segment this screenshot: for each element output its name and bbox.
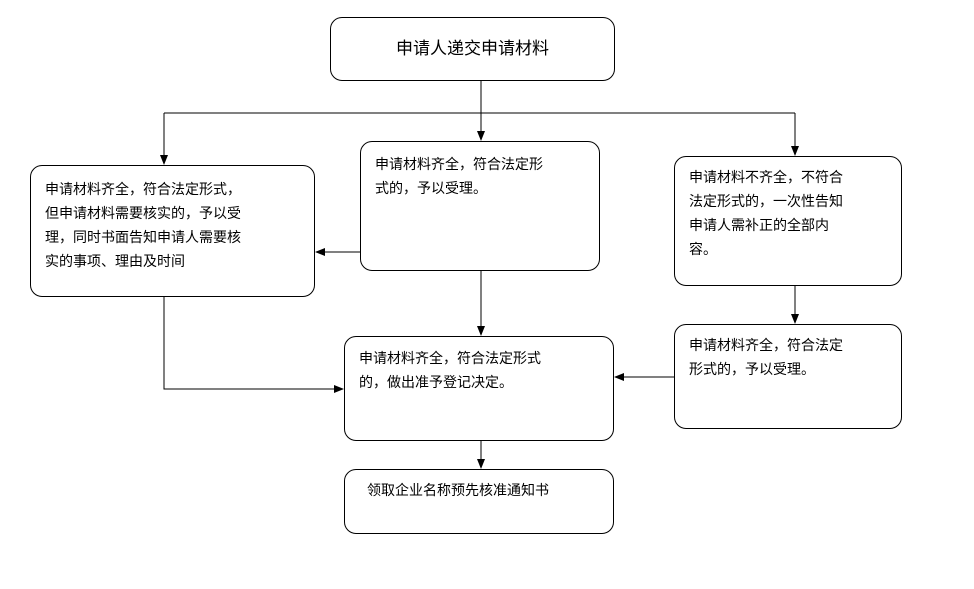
edge-verify-to-decision	[163, 297, 344, 393]
node-accept-with-verification: 申请材料齐全，符合法定形式， 但申请材料需要核实的，予以受 理，同时书面告知申请…	[30, 165, 315, 297]
node-accept-after-correction: 申请材料齐全，符合法定 形式的，予以受理。	[674, 324, 902, 429]
node-incomplete-notify: 申请材料不齐全，不符合 法定形式的，一次性告知 申请人需补正的全部内 容。	[674, 156, 902, 286]
node-receive-notice: 领取企业名称预先核准通知书	[344, 469, 614, 534]
node-accept-complete: 申请材料齐全，符合法定形 式的，予以受理。	[360, 141, 600, 271]
node-submit-application: 申请人递交申请材料	[330, 17, 615, 81]
node-registration-decision: 申请材料齐全，符合法定形式 的，做出准予登记决定。	[344, 336, 614, 441]
